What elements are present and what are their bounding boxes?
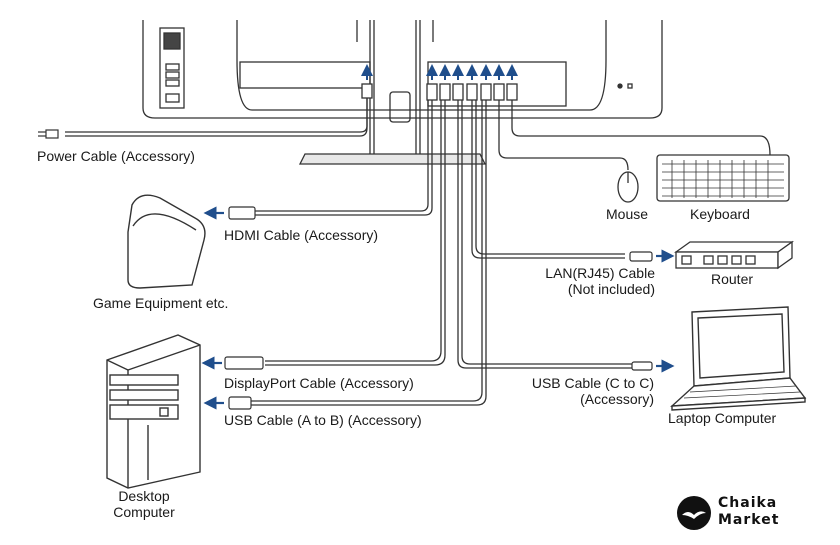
mouse-label: Mouse (606, 206, 649, 222)
displayport-cable-label: DisplayPort Cable (Accessory) (224, 375, 414, 391)
brand-watermark: Chaika Market (676, 493, 796, 533)
usb-ab-cable-label: USB Cable (A to B) (Accessory) (224, 412, 422, 428)
monitor-back (142, 20, 663, 165)
router-label: Router (711, 271, 754, 287)
brand-line1: Chaika (718, 495, 778, 511)
laptop-icon (670, 306, 807, 411)
lan-cable-label: LAN(RJ45) Cable (Not included) (500, 265, 655, 297)
desktop-label: Desktop Computer (104, 488, 184, 520)
desktop-icon (106, 334, 201, 489)
desktop-label-line2: Computer (113, 504, 175, 520)
game-equipment-icon (127, 194, 206, 289)
laptop-label: Laptop Computer (668, 410, 777, 426)
mouse-icon (617, 171, 639, 203)
hdmi-cable-label: HDMI Cable (Accessory) (224, 227, 379, 243)
game-equipment-label: Game Equipment etc. (93, 295, 229, 311)
brand-line2: Market (718, 512, 780, 528)
brand-logo-icon (677, 496, 711, 530)
port-arrows (361, 64, 518, 80)
remote-plugs (38, 129, 653, 410)
direction-arrows (201, 206, 675, 410)
keyboard-icon (656, 154, 790, 202)
desktop-label-line1: Desktop (118, 488, 170, 504)
router-icon (673, 240, 795, 270)
usb-cc-cable-label: USB Cable (C to C) (Accessory) (495, 375, 654, 407)
brand-text: Chaika Market (718, 495, 779, 529)
lan-cable-label-line1: LAN(RJ45) Cable (545, 265, 655, 281)
usb-cc-cable-label-line2: (Accessory) (580, 391, 654, 407)
monitor-plugs (361, 83, 518, 101)
cables (65, 98, 771, 406)
usb-cc-cable-label-line1: USB Cable (C to C) (531, 375, 654, 391)
keyboard-label: Keyboard (690, 206, 750, 222)
lan-cable-label-line2: (Not included) (567, 281, 655, 297)
power-cable-label: Power Cable (Accessory) (37, 148, 195, 164)
